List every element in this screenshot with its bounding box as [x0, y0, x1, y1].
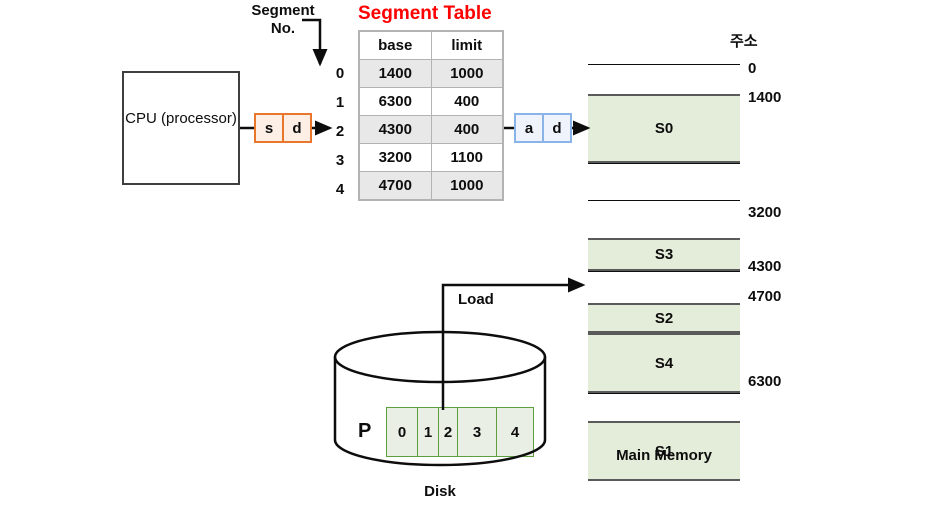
segment-table-header-row: base limit	[359, 31, 503, 60]
memory-address-label: 1400	[748, 89, 782, 106]
disk-segment-1: 1	[417, 407, 439, 457]
memory-address-label: 4700	[748, 288, 782, 305]
segment-row-index: 0	[335, 65, 345, 82]
memory-hole	[588, 163, 740, 200]
physical-address-offset-cell: d	[552, 119, 562, 137]
segment-table-title: Segment Table	[358, 3, 492, 24]
segment-row-index: 4	[335, 181, 345, 198]
segment-base-cell: 6300	[359, 87, 432, 116]
segment-limit-cell: 400	[430, 115, 503, 144]
segment-no-label: Segment No.	[251, 2, 315, 37]
memory-address-label: 6300	[748, 373, 782, 390]
load-label: Load	[458, 291, 494, 308]
logical-address-segment-cell: s	[256, 115, 284, 141]
segment-table-header-limit: limit	[430, 31, 503, 60]
memory-hole	[588, 393, 740, 421]
memory-segment-s3: S3	[588, 238, 740, 271]
segment-row-index: 2	[335, 123, 345, 140]
memory-segment-s2: S2	[588, 303, 740, 333]
disk-segment-3: 3	[457, 407, 497, 457]
segment-table-header-base: base	[359, 31, 432, 60]
memory-address-label: 0	[748, 60, 757, 77]
memory-address-label: 3200	[748, 204, 782, 221]
segment-base-cell: 4300	[359, 115, 432, 144]
logical-address-box: s d	[254, 113, 312, 143]
memory-hole	[588, 200, 740, 238]
segment-row-index: 3	[335, 152, 345, 169]
disk-process-label: P	[358, 420, 372, 442]
segment-limit-cell: 1000	[430, 171, 503, 200]
cpu-box	[122, 71, 240, 185]
memory-address-label: 4300	[748, 258, 782, 275]
physical-address-box: a d	[514, 113, 572, 143]
segment-limit-cell: 400	[430, 87, 503, 116]
memory-segment-s1: S1	[588, 421, 740, 481]
disk-segment-2: 2	[438, 407, 458, 457]
memory-hole	[588, 64, 740, 94]
memory-hole	[588, 271, 740, 303]
memory-segment-s4: S4	[588, 333, 740, 393]
physical-address-base-cell: a	[516, 115, 544, 141]
segment-base-cell: 3200	[359, 143, 432, 172]
segment-base-cell: 1400	[359, 59, 432, 88]
main-memory-caption: Main Memory	[616, 447, 712, 464]
disk-top-ellipse	[333, 330, 547, 384]
segment-limit-cell: 1000	[430, 59, 503, 88]
disk-segment-4: 4	[496, 407, 534, 457]
disk-segment-0: 0	[386, 407, 418, 457]
disk-caption: Disk	[424, 483, 456, 500]
logical-address-offset-cell: d	[292, 119, 302, 137]
address-column-header: 주소	[730, 33, 758, 50]
cpu-label: CPU (processor)	[125, 110, 237, 127]
segment-limit-cell: 1100	[430, 143, 503, 172]
segment-row-index: 1	[335, 94, 345, 111]
memory-segment-s0: S0	[588, 94, 740, 163]
segment-base-cell: 4700	[359, 171, 432, 200]
